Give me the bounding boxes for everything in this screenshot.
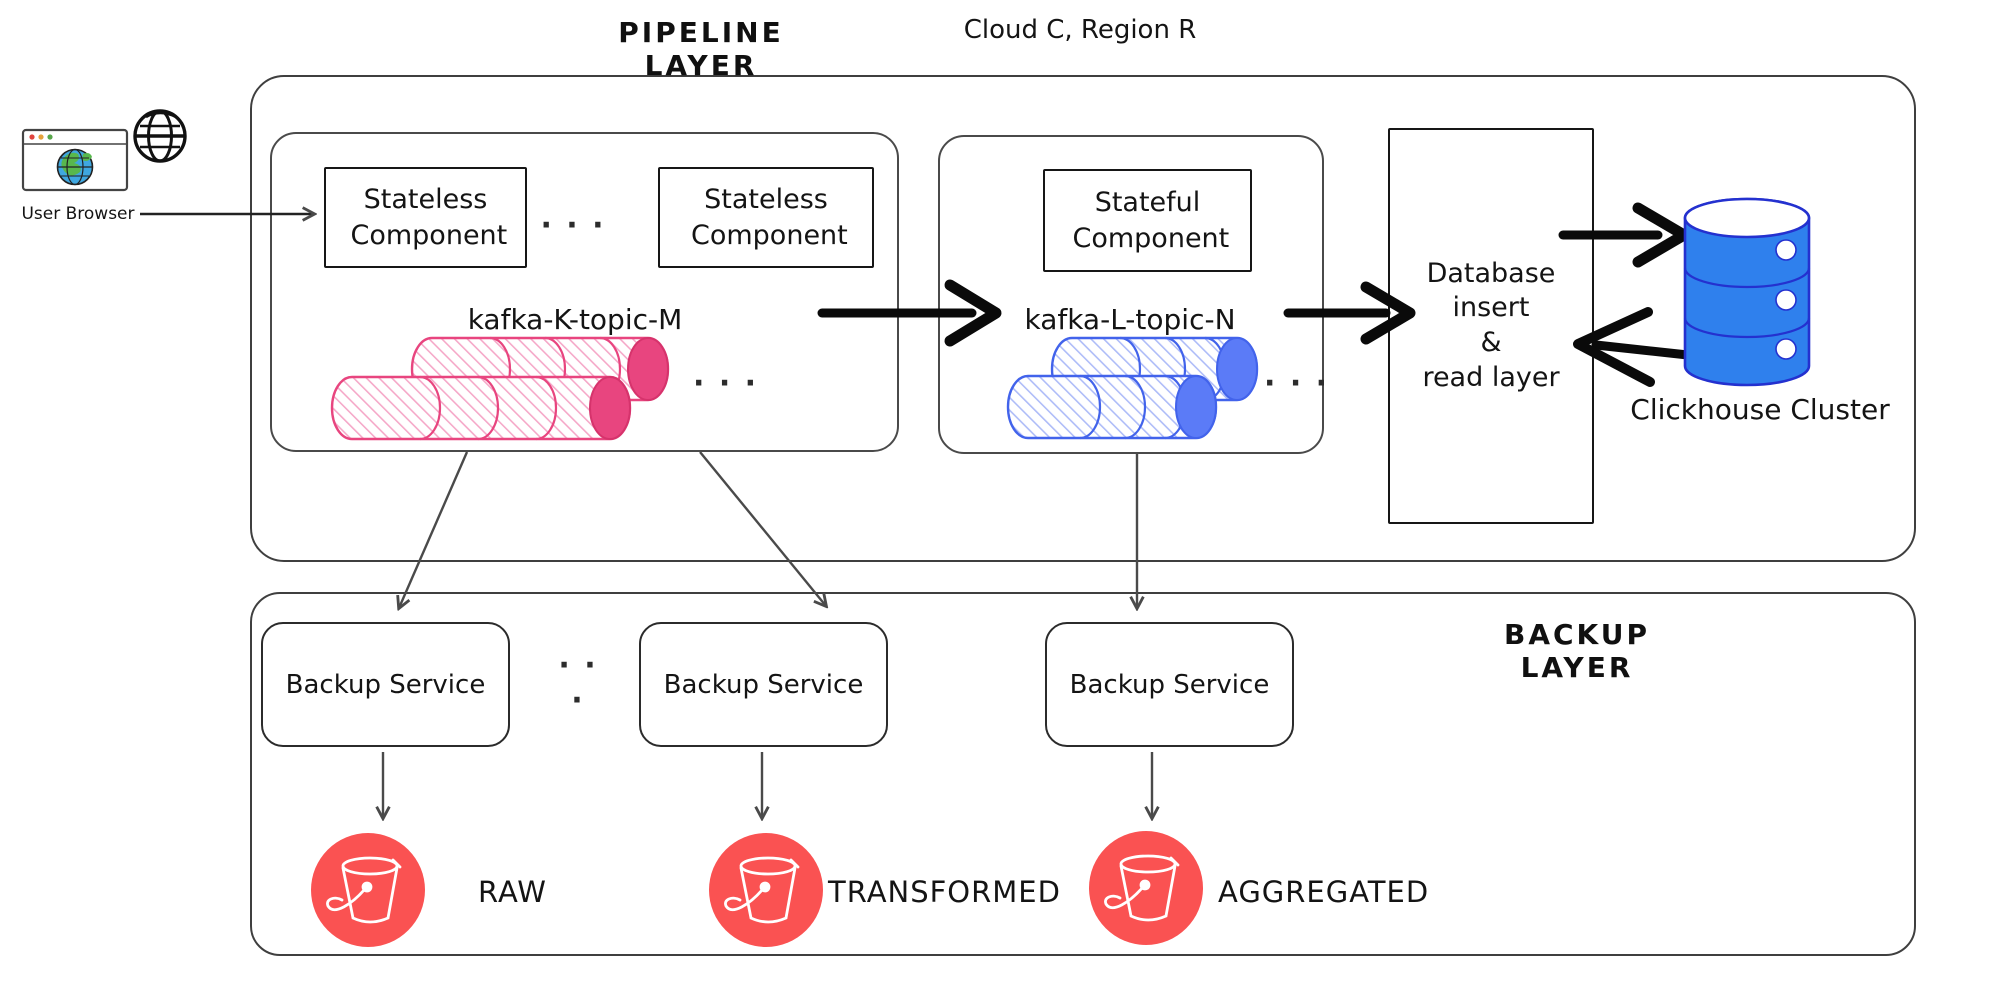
stateless-component-label-2: Stateless Component — [691, 184, 848, 251]
database-label-line-3: & — [1480, 327, 1502, 358]
clickhouse-cluster-label: Clickhouse Cluster — [1630, 393, 1890, 426]
kafka-pink-ellipsis: · · · — [693, 366, 759, 401]
backup-service-label-2: Backup Service — [663, 669, 864, 700]
stateless-component-box-1: Stateless Component — [324, 167, 527, 268]
components-ellipsis: · · · — [540, 208, 606, 243]
database-box: Database insert & read layer — [1388, 128, 1594, 524]
browser-window-icon — [21, 128, 129, 192]
pipeline-layer-title: PIPELINE LAYER — [618, 16, 784, 82]
database-label: Database insert & read layer — [1422, 257, 1559, 395]
database-label-line-4: read layer — [1422, 361, 1560, 393]
stateful-group-box — [938, 135, 1324, 454]
kafka-l-topic-label: kafka-L-topic-N — [1024, 303, 1236, 336]
globe-icon — [133, 109, 187, 163]
kafka-k-topic-label: kafka-K-topic-M — [467, 303, 683, 336]
pipeline-layer-box — [250, 75, 1916, 562]
stateful-component-label: Stateful Component — [1072, 187, 1230, 254]
backup-layer-title: BACKUP LAYER — [1503, 618, 1651, 684]
bucket-label-aggregated: AGGREGATED — [1218, 875, 1430, 909]
backup-service-label-3: Backup Service — [1069, 669, 1270, 700]
kafka-blue-ellipsis: · · · — [1264, 366, 1330, 401]
stateless-component-box-2: Stateless Component — [658, 167, 874, 268]
backup-layer-box — [250, 592, 1916, 956]
user-browser-label: User Browser — [21, 204, 135, 224]
bucket-label-raw: RAW — [478, 875, 547, 909]
database-label-line-2: insert — [1452, 292, 1530, 324]
stateless-component-label-1: Stateless Component — [350, 184, 508, 251]
bucket-label-transformed: TRANSFORMED — [828, 875, 1061, 909]
backup-service-box-1: Backup Service — [261, 622, 510, 747]
backup-service-label-1: Backup Service — [285, 669, 486, 700]
backup-services-ellipsis: · · · — [558, 648, 598, 718]
backup-service-box-3: Backup Service — [1045, 622, 1294, 747]
cloud-region-label: Cloud C, Region R — [963, 15, 1197, 45]
backup-service-box-2: Backup Service — [639, 622, 888, 747]
stateful-component-box: Stateful Component — [1043, 169, 1252, 272]
stateless-group-box — [270, 132, 899, 452]
database-label-line-1: Database — [1426, 257, 1556, 289]
